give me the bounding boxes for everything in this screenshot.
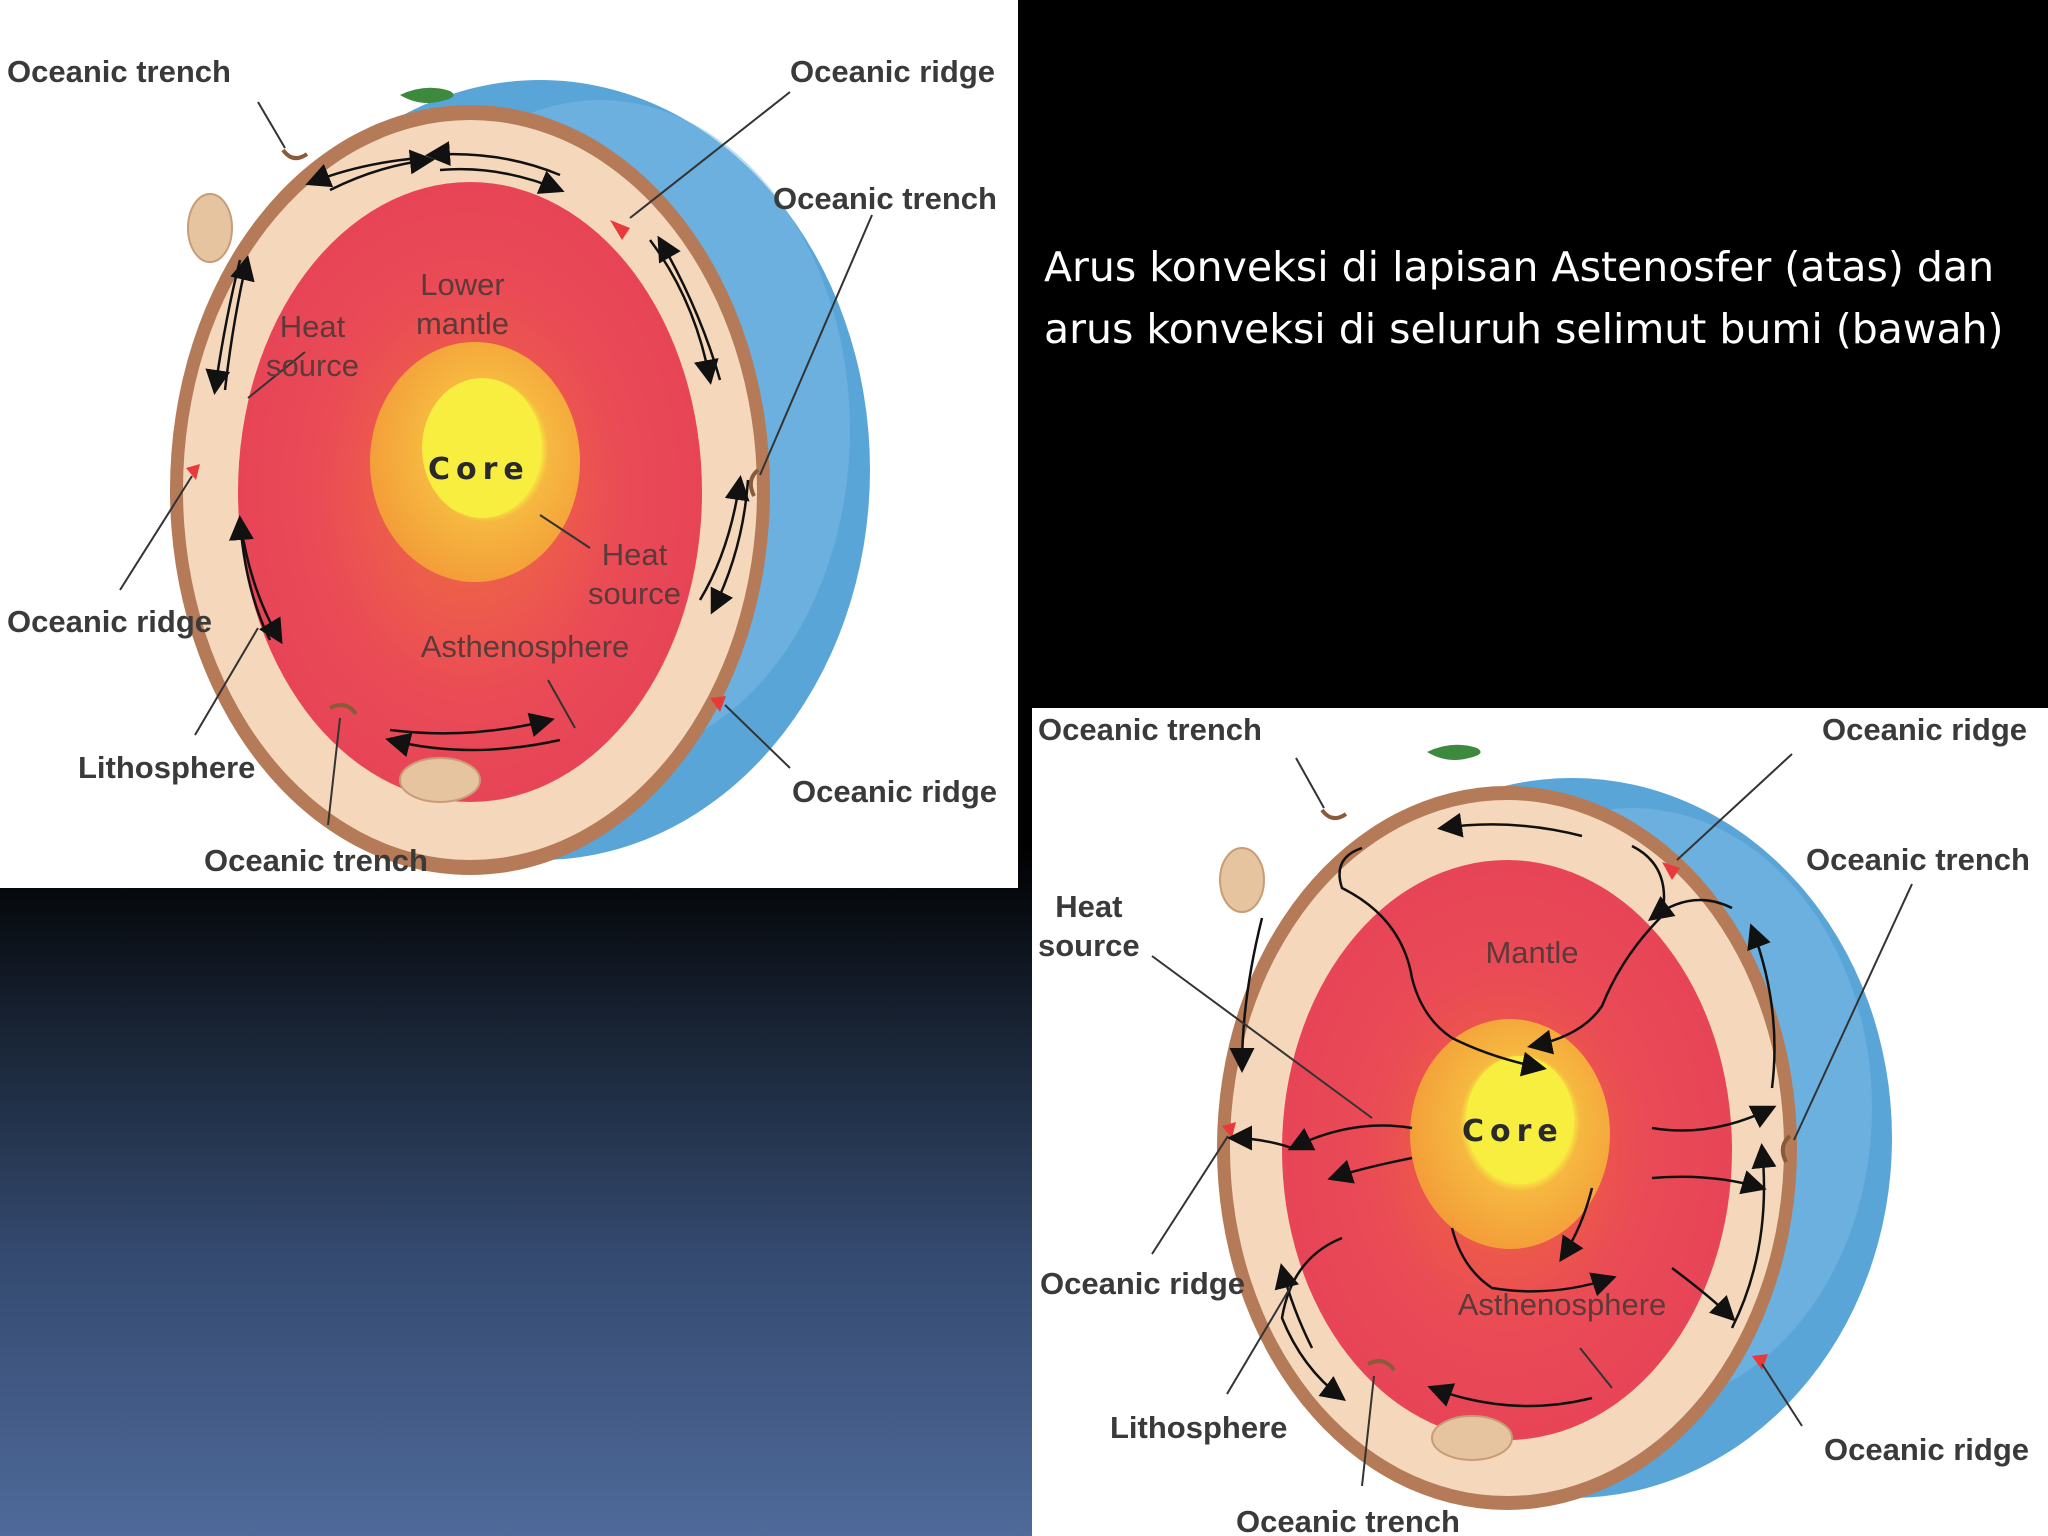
label-heat-source: Heat source (265, 309, 360, 383)
label-oceanic-ridge: Oceanic ridge (1040, 1266, 1246, 1301)
label-oceanic-trench: Oceanic trench (1038, 712, 1262, 747)
label-lower-mantle: Lower mantle (415, 267, 510, 341)
label-core: Core (1462, 1114, 1564, 1149)
bottom-earth-cutaway (1151, 744, 1913, 1510)
label-oceanic-ridge: Oceanic ridge (790, 54, 996, 89)
label-oceanic-trench: Oceanic trench (773, 181, 997, 216)
ridge-marker (1752, 1354, 1768, 1370)
leader-lines (1151, 753, 1913, 1487)
label-core: Core (428, 452, 530, 487)
subduction-blob (399, 757, 481, 803)
label-mantle: Mantle (1485, 935, 1579, 970)
land-patch (400, 87, 454, 103)
leader-lines (119, 91, 873, 826)
bottom-diagram-panel: Oceanic trench Oceanic ridge Oceanic tre… (1032, 708, 2048, 1536)
ridge-marker (186, 464, 200, 480)
label-heat-source: Heat source (587, 537, 682, 611)
trench-notch (1780, 1134, 1792, 1163)
top-earth-cutaway (119, 80, 873, 875)
trench-notch (329, 703, 358, 716)
inner-core (1466, 1056, 1574, 1184)
trench-notch (281, 148, 309, 161)
label-lithosphere: Lithosphere (78, 750, 256, 785)
label-oceanic-trench: Oceanic trench (1236, 1504, 1460, 1536)
trench-notch (748, 468, 760, 497)
label-oceanic-trench: Oceanic trench (7, 54, 231, 89)
ridge-marker (610, 220, 630, 240)
trench-notch (1367, 1359, 1396, 1372)
label-asthenosphere: Asthenosphere (420, 629, 630, 664)
subduction-blob (1431, 1415, 1513, 1461)
ridge-marker (710, 696, 726, 712)
land-patch (1427, 744, 1481, 760)
label-heat-source: Heat source (1038, 889, 1140, 963)
label-oceanic-ridge: Oceanic ridge (1822, 712, 2028, 747)
ridge-marker (1662, 862, 1680, 880)
label-oceanic-ridge: Oceanic ridge (7, 604, 213, 639)
top-diagram-panel: Oceanic trench Oceanic ridge Oceanic tre… (0, 0, 1018, 888)
trench-notch (1320, 808, 1348, 821)
convection-arrows (1227, 812, 1777, 1408)
slide-caption: Arus konveksi di lapisan Astenosfer (ata… (1044, 243, 2004, 353)
inner-core (422, 378, 542, 518)
convection-arrows (205, 141, 750, 757)
label-oceanic-ridge: Oceanic ridge (792, 774, 998, 809)
label-asthenosphere: Asthenosphere (1457, 1287, 1667, 1322)
label-oceanic-trench: Oceanic trench (1806, 842, 2030, 877)
subduction-blob (1219, 847, 1265, 913)
label-oceanic-trench: Oceanic trench (204, 843, 428, 878)
subduction-blob (187, 193, 233, 263)
label-lithosphere: Lithosphere (1110, 1410, 1288, 1445)
label-oceanic-ridge: Oceanic ridge (1824, 1432, 2030, 1467)
